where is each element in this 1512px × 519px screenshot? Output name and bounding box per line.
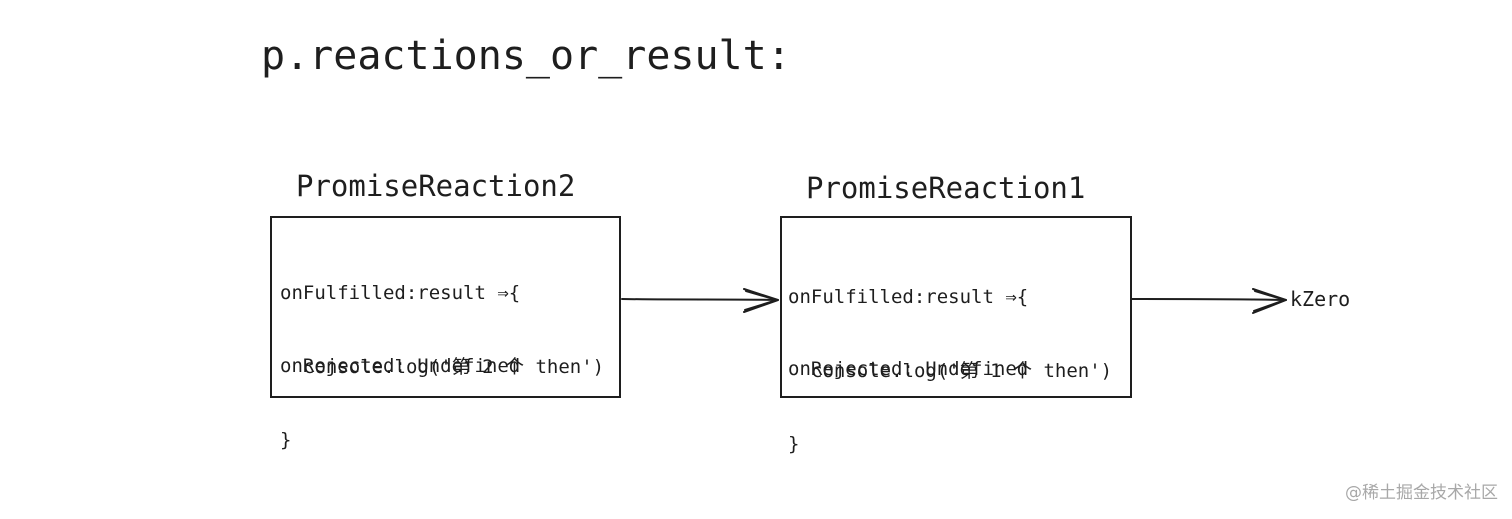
- code-line: onFulfilled:result ⇒{: [280, 282, 521, 304]
- node-title-promise-reaction-2: PromiseReaction2: [296, 169, 576, 203]
- arrow-head-icon: [1253, 290, 1286, 312]
- on-rejected-handler: onRejected: Undefined: [280, 355, 521, 377]
- code-line: console.log('第 2 个 then'): [303, 355, 605, 378]
- code-line: console.log('第 1 个 then'): [811, 359, 1113, 382]
- on-fulfilled-handler: onFulfilled:result ⇒{ console.log('第 1 个…: [788, 236, 1112, 506]
- node-box-promise-reaction-1: onFulfilled:result ⇒{ console.log('第 1 个…: [780, 216, 1132, 455]
- code-line: }: [280, 429, 292, 451]
- arrow-head-icon: [744, 290, 778, 311]
- diagram-title: p.reactions_or_result:: [261, 33, 791, 79]
- arrow-shaft: [1131, 298, 1287, 301]
- arrow-reaction2-to-reaction1: [621, 288, 779, 313]
- kzero-label: kZero: [1290, 287, 1351, 311]
- on-rejected-handler: onRejected: Undefined: [788, 358, 1029, 380]
- arrow-shaft: [621, 298, 779, 301]
- code-line: }: [788, 433, 800, 455]
- node-box-promise-reaction-2: onFulfilled:result ⇒{ console.log('第 2 个…: [270, 216, 621, 451]
- node-title-promise-reaction-1: PromiseReaction1: [806, 171, 1086, 205]
- arrow-head-icon: [1252, 288, 1287, 314]
- arrow-reaction1-to-kzero: [1131, 288, 1287, 314]
- on-fulfilled-handler: onFulfilled:result ⇒{ console.log('第 2 个…: [280, 232, 604, 502]
- watermark: @稀土掘金技术社区: [1345, 483, 1498, 503]
- code-line: onFulfilled:result ⇒{: [788, 286, 1029, 308]
- arrow-head-icon: [743, 288, 779, 313]
